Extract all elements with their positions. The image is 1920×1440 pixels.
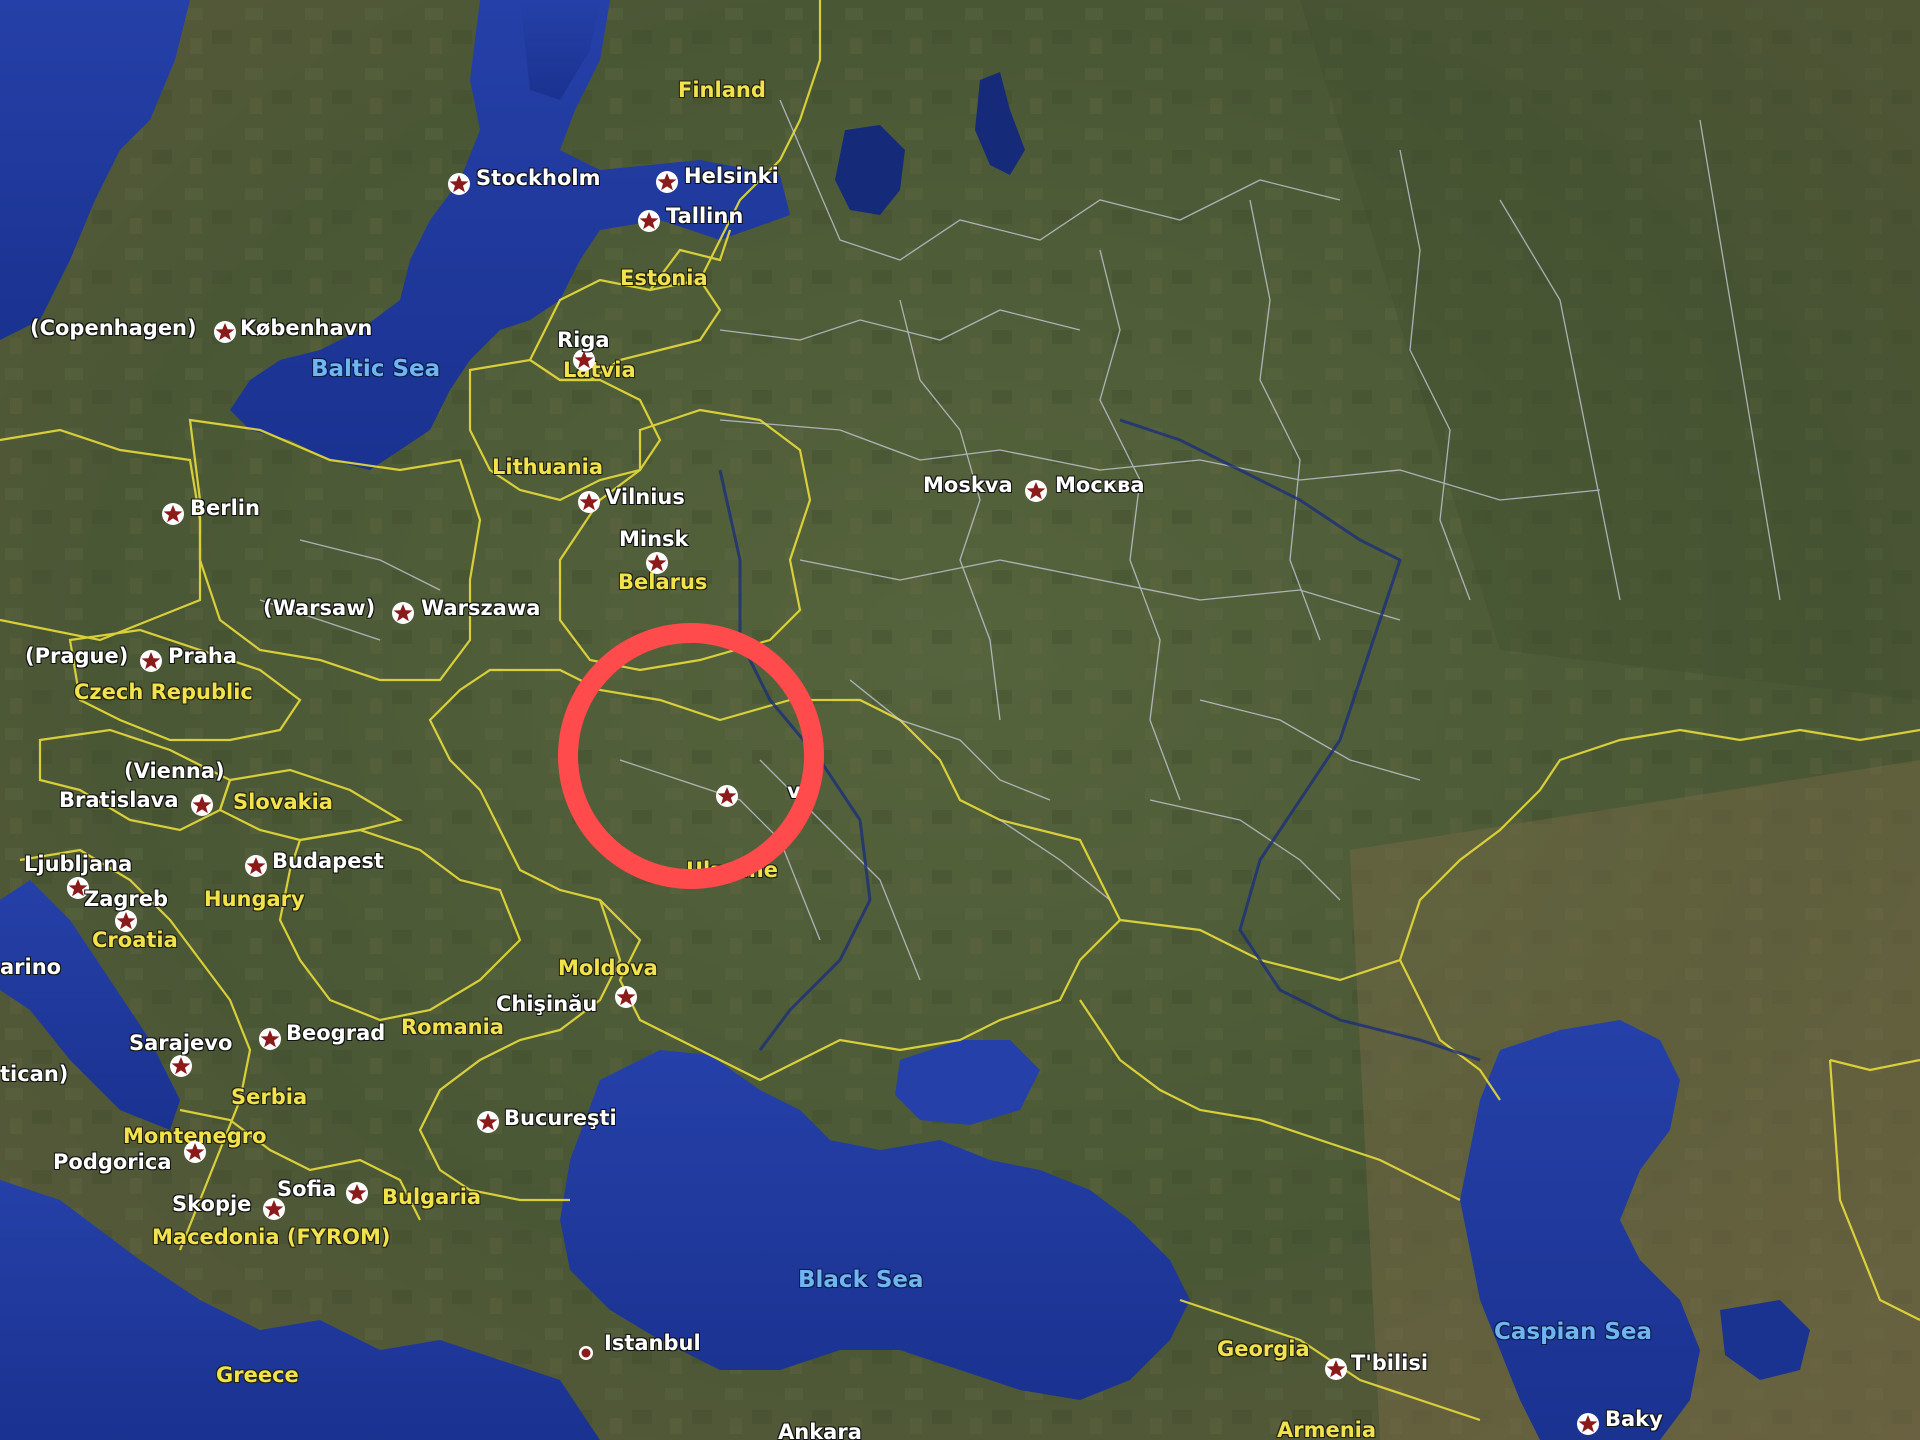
northeast-forest	[1300, 0, 1920, 700]
city-label-ankara: Ankara	[778, 1420, 862, 1440]
capital-star-icon[interactable]	[262, 1197, 286, 1221]
city-label-skopje: Skopje	[172, 1192, 252, 1216]
capital-star-icon[interactable]	[161, 502, 185, 526]
city-label-bucuresti: Bucureşti	[504, 1106, 617, 1130]
city-label-sanmarino-partial: arino	[0, 955, 62, 979]
city-label-bratislava: Bratislava	[59, 788, 179, 812]
country-label-estonia: Estonia	[620, 266, 708, 290]
capital-star-icon[interactable]	[476, 1110, 500, 1134]
capital-star-icon[interactable]	[447, 172, 471, 196]
city-label-warszawa: Warszawa	[421, 596, 541, 620]
sea-label-caspian: Caspian Sea	[1494, 1319, 1653, 1345]
capital-star-icon[interactable]	[1576, 1412, 1600, 1436]
volga-river	[1119, 418, 1481, 1062]
capital-star-icon[interactable]	[1324, 1357, 1348, 1381]
lake-ladoga	[835, 125, 905, 215]
capital-star-icon[interactable]	[66, 876, 90, 900]
city-label-zagreb: Zagreb	[84, 887, 169, 911]
city-label-tallinn: Tallinn	[666, 204, 744, 228]
capital-star-icon[interactable]	[637, 209, 661, 233]
city-label-warsaw-alt: (Warsaw)	[263, 596, 376, 620]
kara-bogaz-gol	[1720, 1300, 1810, 1380]
country-label-moldova: Moldova	[558, 956, 658, 980]
country-label-czech-republic: Czech Republic	[74, 680, 253, 704]
regional-borders	[259, 99, 1781, 981]
north-sea	[0, 0, 190, 340]
city-label-istanbul: Istanbul	[604, 1331, 701, 1355]
gulf-of-bothnia	[520, 0, 600, 100]
city-label-baky: Baky	[1605, 1407, 1663, 1431]
city-label-ljubljana: Ljubljana	[24, 852, 133, 876]
capital-star-icon[interactable]	[258, 1027, 282, 1051]
city-label-vienna-alt: (Vienna)	[124, 759, 225, 783]
city-label-sarajevo: Sarajevo	[129, 1031, 233, 1055]
country-label-armenia: Armenia	[1277, 1418, 1377, 1440]
city-label-beograd: Beograd	[286, 1021, 386, 1045]
city-label-sofia: Sofia	[277, 1177, 337, 1201]
city-label-berlin: Berlin	[190, 496, 260, 520]
capital-star-icon[interactable]	[345, 1181, 369, 1205]
capital-star-icon[interactable]	[1024, 479, 1048, 503]
city-label-stockholm: Stockholm	[476, 166, 601, 190]
country-label-hungary: Hungary	[204, 887, 305, 911]
city-label-tbilisi: T'bilisi	[1351, 1351, 1429, 1375]
capital-star-icon[interactable]	[655, 170, 679, 194]
sea-label-baltic: Baltic Sea	[311, 356, 441, 382]
capital-star-icon[interactable]	[183, 1140, 207, 1164]
country-label-finland: Finland	[678, 78, 766, 102]
caspian-sea	[1460, 1020, 1700, 1440]
country-label-georgia: Georgia	[1217, 1337, 1310, 1361]
country-label-croatia: Croatia	[92, 928, 178, 952]
lake-onega	[975, 72, 1025, 175]
country-label-slovakia: Slovakia	[233, 790, 333, 814]
baltic-sea	[230, 0, 790, 470]
city-label-helsinki: Helsinki	[684, 164, 779, 188]
city-label-prague-alt: (Prague)	[25, 644, 129, 668]
city-label-riga: Riga	[557, 328, 610, 352]
country-label-bulgaria: Bulgaria	[382, 1185, 482, 1209]
city-label-chisinau: Chişinău	[496, 992, 598, 1016]
city-label-podgorica: Podgorica	[53, 1150, 172, 1174]
capital-star-icon[interactable]	[213, 320, 237, 344]
city-label-copenhagen-alt: (Copenhagen)	[30, 316, 197, 340]
black-sea	[560, 1050, 1190, 1400]
capital-star-icon[interactable]	[614, 985, 638, 1009]
city-label-vatican-partial: tican)	[0, 1062, 69, 1086]
city-label-budapest: Budapest	[272, 849, 384, 873]
city-dot-icon[interactable]	[578, 1345, 594, 1361]
country-label-greece: Greece	[216, 1363, 299, 1387]
capital-star-icon[interactable]	[114, 909, 138, 933]
mediterranean-sea	[0, 1180, 600, 1440]
adriatic-sea	[0, 880, 180, 1130]
city-label-moskva: Moskva	[923, 473, 1013, 497]
city-label-moskva-cyrillic: Москва	[1055, 473, 1145, 497]
country-label-lithuania: Lithuania	[492, 455, 604, 479]
capital-star-icon[interactable]	[190, 793, 214, 817]
city-label-minsk: Minsk	[619, 527, 689, 551]
sea-of-azov	[895, 1040, 1040, 1125]
city-label-vilnius: Vilnius	[605, 485, 685, 509]
capital-star-icon[interactable]	[244, 854, 268, 878]
capital-star-icon[interactable]	[572, 348, 596, 372]
city-label-kobenhavn: København	[240, 316, 373, 340]
sea-label-black: Black Sea	[798, 1267, 924, 1293]
highlight-circle	[558, 623, 824, 889]
city-label-praha: Praha	[168, 644, 238, 668]
country-label-romania: Romania	[401, 1015, 504, 1039]
capital-star-icon[interactable]	[577, 490, 601, 514]
capital-star-icon[interactable]	[139, 649, 163, 673]
capital-star-icon[interactable]	[169, 1054, 193, 1078]
country-label-serbia: Serbia	[231, 1085, 308, 1109]
capital-star-icon[interactable]	[391, 601, 415, 625]
dnieper-river	[718, 469, 872, 1051]
capital-star-icon[interactable]	[645, 551, 669, 575]
country-label-macedonia: Macedonia (FYROM)	[152, 1225, 391, 1249]
country-label-belarus: Belarus	[618, 570, 708, 594]
